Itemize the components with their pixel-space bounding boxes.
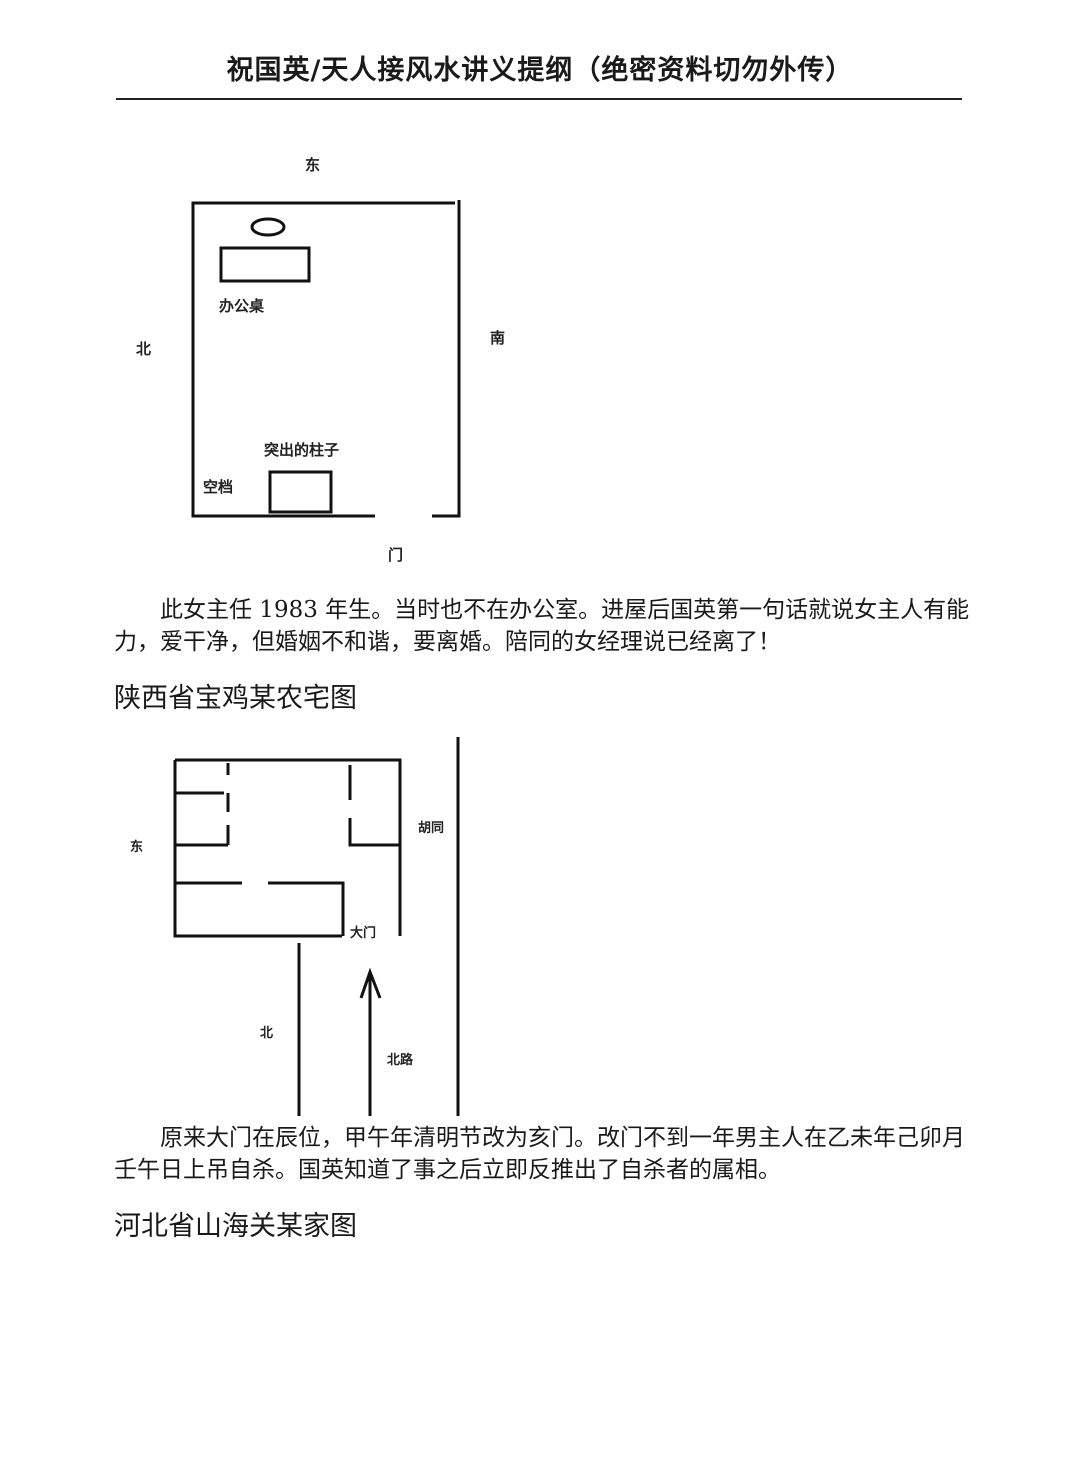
page-title: 祝国英/天人接风水讲义提纲（绝密资料切勿外传） (226, 55, 854, 86)
room-wall (191, 201, 455, 518)
section-heading-baoji: 陕西省宝鸡某农宅图 (114, 683, 357, 714)
farmhouse-floor-plan: 东 胡同 大门 北 北路 (130, 737, 460, 1116)
pillar-rect (268, 470, 333, 514)
label-desk: 办公桌 (219, 297, 265, 315)
label-north: 北 (136, 340, 151, 358)
chair-oval (250, 217, 286, 237)
label-pillar: 突出的柱子 (264, 441, 339, 459)
label-north-road: 北路 (387, 1052, 414, 1068)
label-south: 南 (490, 329, 505, 347)
arrow-head-icon (359, 967, 382, 999)
label-east-2: 东 (130, 839, 143, 855)
label-east: 东 (305, 156, 320, 174)
label-alley: 胡同 (418, 820, 444, 836)
label-main-gate: 大门 (350, 925, 376, 941)
desk-rect (219, 246, 311, 283)
office-floor-plan: 东 北 南 门 办公桌 突出的柱子 空档 (136, 156, 505, 564)
room-wall-right (432, 200, 461, 518)
label-door: 门 (388, 546, 403, 564)
paragraph-2: 原来大门在辰位，甲午年清明节改为亥门。改门不到一年男主人在乙未年己卯月壬午日上吊… (114, 1125, 965, 1183)
label-gap: 空档 (203, 478, 233, 496)
paragraph-1: 此女主任 1983 年生。当时也不在办公室。进屋后国英第一句话就说女主人有能力，… (114, 597, 970, 655)
section-heading-shanhaiguan: 河北省山海关某家图 (114, 1211, 357, 1242)
header-divider (116, 98, 962, 100)
farmhouse-walls (173, 758, 402, 938)
label-north-2: 北 (260, 1026, 273, 1041)
